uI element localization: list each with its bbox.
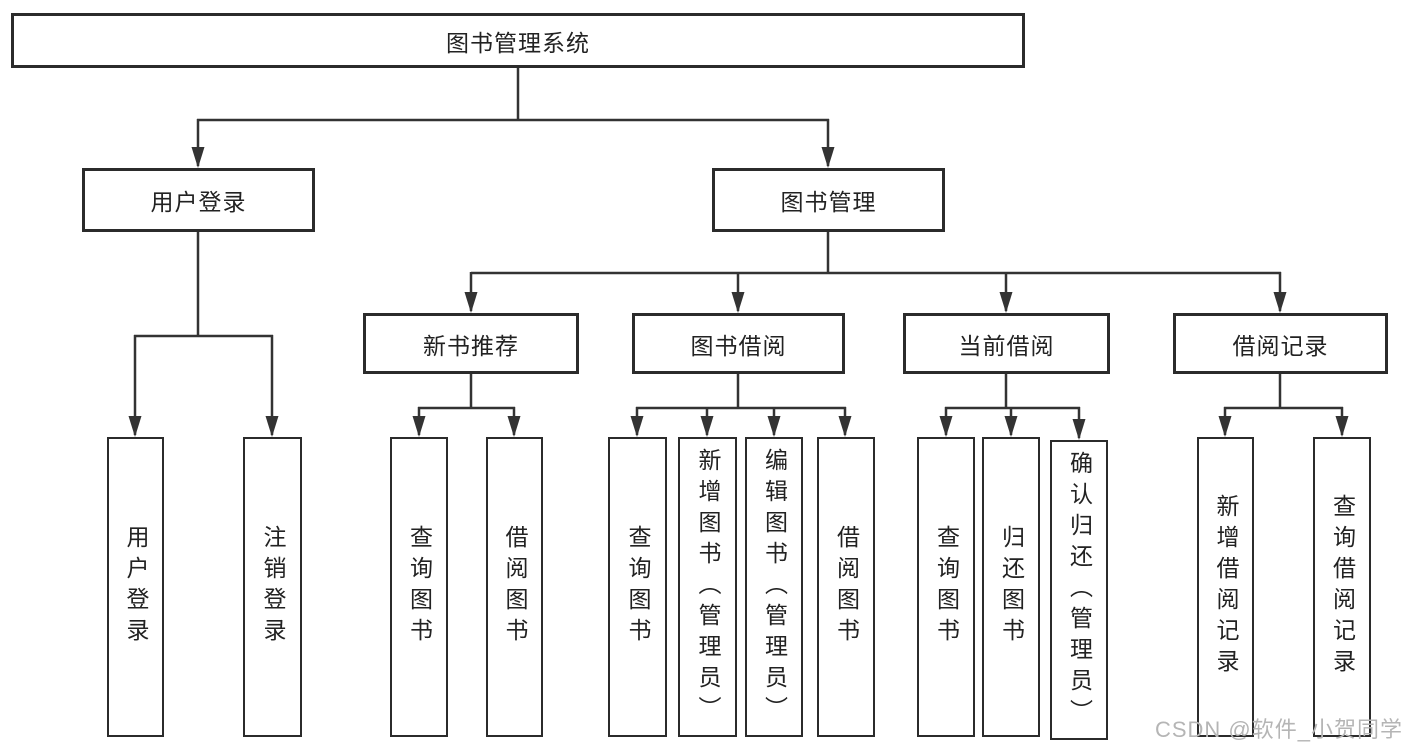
leaf-borrow-books-recommend: 借阅图书 [486,437,543,737]
node-user-login: 用户登录 [82,168,315,232]
leaf-label: 确认归还（管理员） [1066,450,1093,730]
leaf-confirm-return-admin: 确认归还（管理员） [1050,440,1108,740]
leaf-borrow-books-borrowing: 借阅图书 [817,437,875,737]
leaf-label: 查询借阅记录 [1329,494,1356,680]
leaf-label: 查询图书 [406,525,433,649]
leaf-label: 编辑图书（管理员） [761,447,788,727]
leaf-user-login: 用户登录 [107,437,164,737]
leaf-label: 查询图书 [933,525,960,649]
leaf-label: 新增借阅记录 [1213,494,1239,680]
leaf-add-borrow-record: 新增借阅记录 [1197,437,1254,737]
csdn-watermark: CSDN @软件_小贺同学 [1154,717,1403,742]
leaf-query-books-current: 查询图书 [917,437,975,737]
leaf-query-books-recommend: 查询图书 [390,437,448,737]
node-book-borrowing: 图书借阅 [632,313,845,374]
node-label: 用户登录 [150,189,247,215]
leaf-label: 注销登录 [260,525,286,649]
leaf-return-book: 归还图书 [982,437,1040,737]
leaf-label: 新增图书（管理员） [695,447,721,727]
leaf-label: 借阅图书 [833,525,860,649]
node-current-borrowing: 当前借阅 [903,313,1110,374]
node-label: 新书推荐 [423,332,519,359]
node-new-book-recommendation: 新书推荐 [363,313,579,374]
node-label: 借阅记录 [1232,332,1329,359]
node-book-management: 图书管理 [712,168,945,232]
leaf-label: 查询图书 [625,525,651,649]
node-borrowing-records: 借阅记录 [1173,313,1388,374]
leaf-label: 归还图书 [998,525,1025,649]
leaf-query-borrow-record: 查询借阅记录 [1313,437,1371,737]
node-label: 图书管理系统 [446,29,590,56]
leaf-label: 借阅图书 [502,525,528,649]
leaf-logout: 注销登录 [243,437,302,737]
leaf-query-books-borrowing: 查询图书 [608,437,667,737]
node-library-management-system: 图书管理系统 [11,13,1025,68]
node-label: 当前借阅 [958,332,1055,359]
node-label: 图书管理 [780,189,877,215]
leaf-label: 用户登录 [123,525,149,649]
leaf-edit-book-admin: 编辑图书（管理员） [745,437,803,737]
leaf-add-book-admin: 新增图书（管理员） [678,437,737,737]
node-label: 图书借阅 [690,332,787,359]
